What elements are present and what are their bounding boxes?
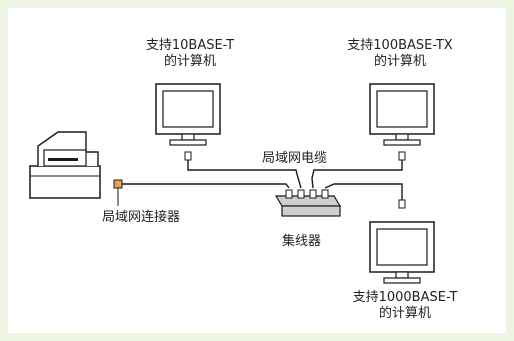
pc-1000base-t-line2: 的计算机 bbox=[378, 306, 431, 321]
printer-icon bbox=[29, 131, 101, 199]
pc-100base-tx-line2: 的计算机 bbox=[373, 54, 426, 69]
pc-10base-t-line2: 的计算机 bbox=[163, 54, 216, 69]
hub-icon bbox=[274, 189, 342, 217]
monitor-icon bbox=[155, 83, 221, 146]
cable-monitor-3 bbox=[324, 183, 403, 200]
plug-icon bbox=[113, 179, 123, 189]
pc-10base-t-label: 支持10BASE-T 的计算机 bbox=[132, 38, 248, 70]
cable-label: 局域网电缆 bbox=[262, 151, 328, 166]
plug-icon bbox=[398, 199, 406, 209]
pc-100base-tx-line1: 支持100BASE-TX bbox=[347, 38, 453, 53]
pc-1000base-t-line1: 支持1000BASE-T bbox=[352, 290, 458, 305]
pc-10base-t-line1: 支持10BASE-T bbox=[145, 38, 235, 53]
cable-monitor-2 bbox=[311, 160, 403, 189]
plug-icon bbox=[184, 151, 192, 161]
pc-1000base-t-label: 支持1000BASE-T 的计算机 bbox=[330, 290, 480, 322]
hub-label: 集线器 bbox=[282, 234, 322, 249]
plug-icon bbox=[398, 151, 406, 161]
lan-cables bbox=[122, 160, 403, 200]
monitor-icon bbox=[369, 83, 435, 146]
connector-label: 局域网连接器 bbox=[102, 210, 181, 225]
pc-100base-tx-label: 支持100BASE-TX 的计算机 bbox=[330, 38, 470, 70]
cable-printer bbox=[122, 183, 290, 189]
monitor-icon bbox=[369, 221, 435, 284]
cable-monitor-1 bbox=[187, 160, 302, 189]
